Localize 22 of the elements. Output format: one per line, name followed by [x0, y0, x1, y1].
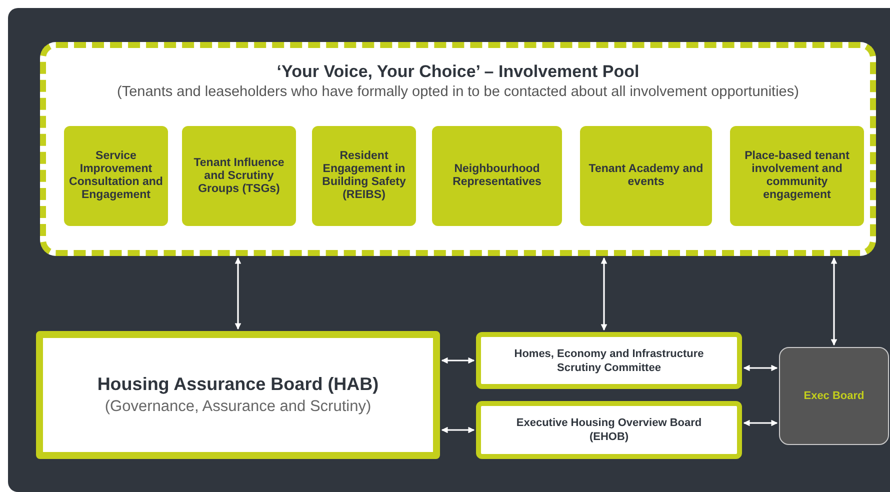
double-arrow — [743, 364, 778, 372]
double-arrow — [234, 257, 242, 330]
double-arrow — [830, 257, 838, 346]
category-box: Tenant Influence and Scrutiny Groups (TSGs) — [182, 126, 296, 226]
dashed-panel — [40, 42, 876, 256]
double-arrow — [441, 357, 475, 364]
committee-box: Executive Housing Overview Board (EHOB) — [476, 401, 742, 459]
category-box: Tenant Academy and events — [580, 126, 712, 226]
category-box: Neighbourhood Representatives — [432, 126, 562, 226]
category-box: Resident Engagement in Building Safety (REIBS) — [312, 126, 416, 226]
double-arrow — [600, 257, 608, 331]
double-arrow — [441, 426, 475, 434]
subheading: (Tenants and leaseholders who have formally opted in to be contacted about all involvement opportunities) — [117, 84, 799, 100]
heading: Housing Assurance Board (HAB) — [97, 374, 379, 395]
category-box: Service Improvement Consultation and Engagement — [64, 126, 168, 226]
category-box: Place-based tenant involvement and community engagement — [730, 126, 864, 226]
subheading: (Governance, Assurance and Scrutiny) — [104, 398, 372, 416]
board-box: Exec Board — [779, 347, 889, 445]
double-arrow — [743, 420, 778, 426]
committee-box: Homes, Economy and Infrastructure Scrutiny Committee — [476, 332, 742, 389]
heading: ‘Your Voice, Your Choice’ – Involvement Pool — [276, 62, 640, 82]
board-box — [36, 331, 440, 459]
